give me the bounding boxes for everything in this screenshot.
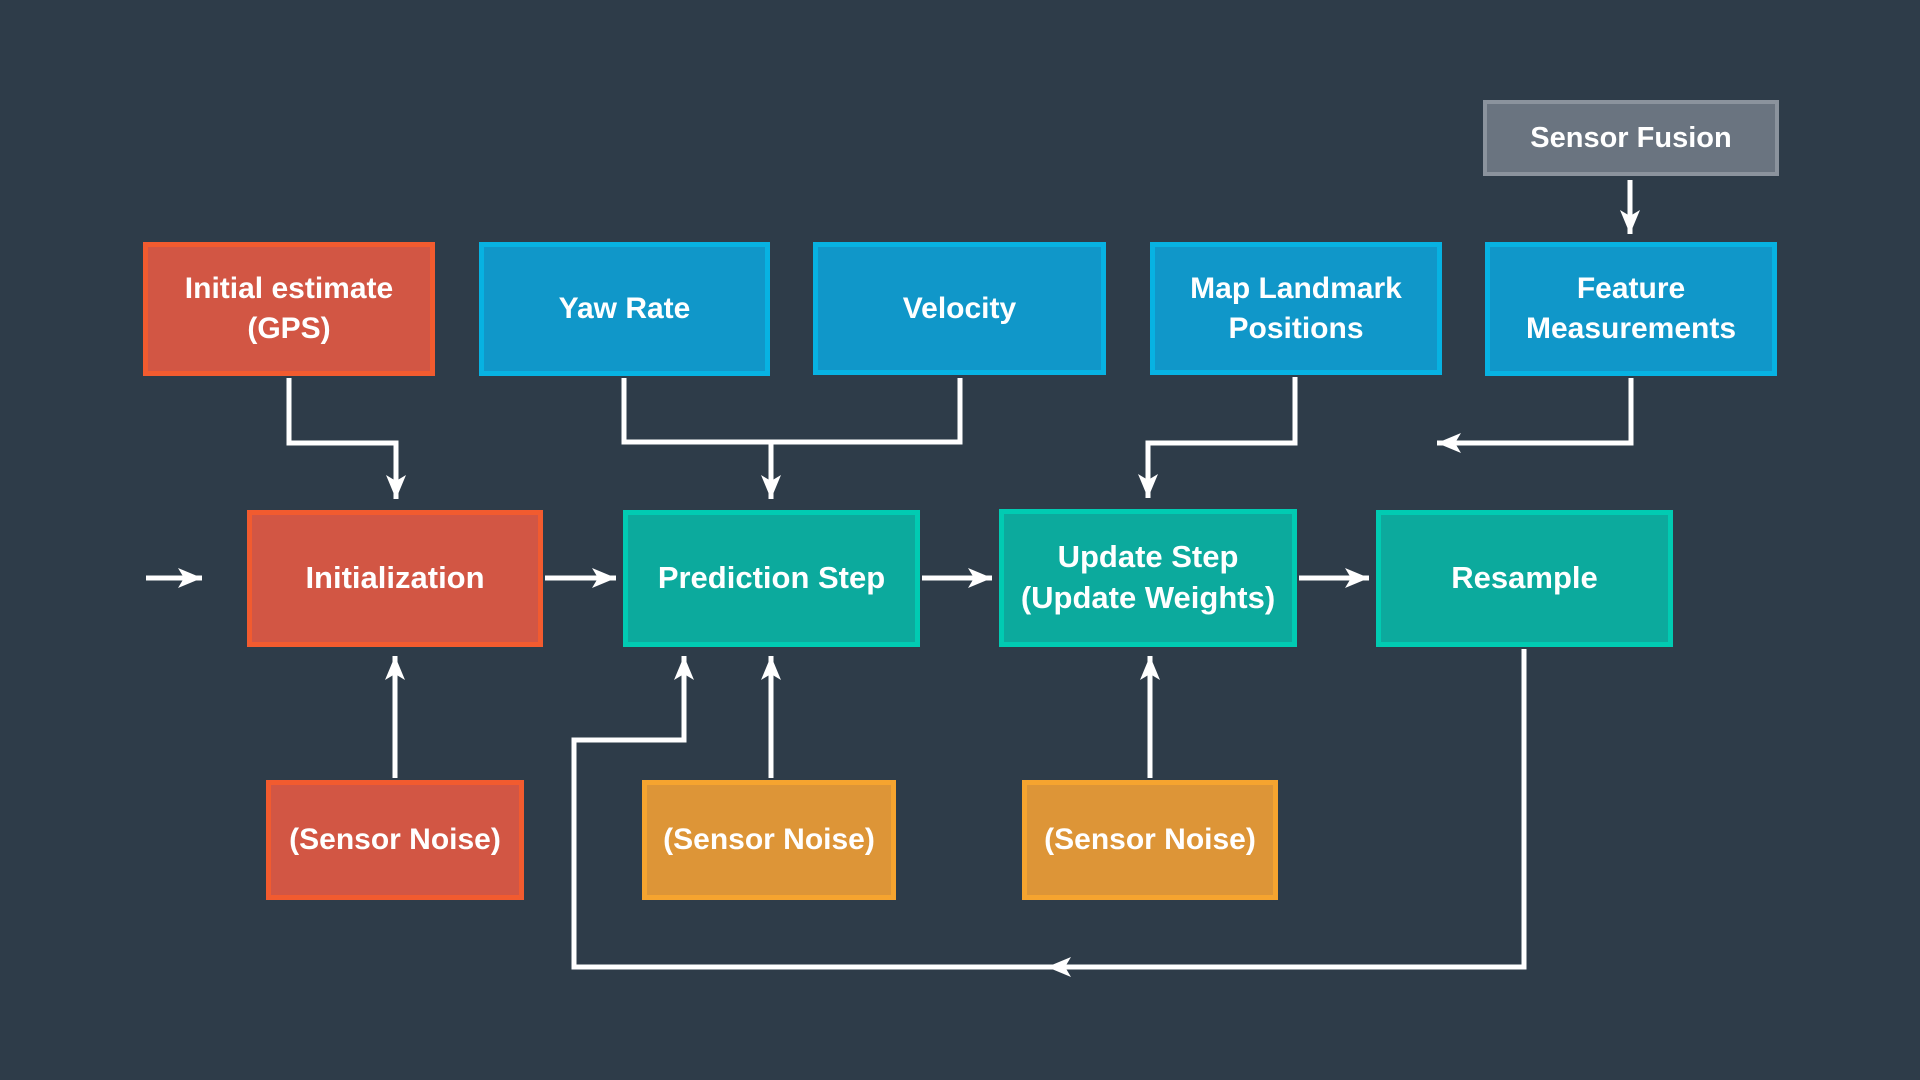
node-prediction-step: Prediction Step <box>623 510 920 647</box>
node-label: (Sensor Noise) <box>1044 823 1256 857</box>
node-sensor-noise-update: (Sensor Noise) <box>1022 780 1278 900</box>
node-label: (Sensor Noise) <box>289 823 501 857</box>
node-label: (Sensor Noise) <box>663 823 875 857</box>
node-label: Feature Measurements <box>1525 272 1737 345</box>
node-label: Sensor Fusion <box>1530 121 1732 154</box>
node-label: Resample <box>1451 560 1598 596</box>
node-label: Map Landmark Positions <box>1190 271 1402 345</box>
node-label: Prediction Step <box>657 560 886 596</box>
node-label: Initialization <box>305 560 485 596</box>
connector-resample-feedback-to-prediction-step <box>571 649 1527 970</box>
node-resample: Resample <box>1376 510 1673 647</box>
node-feature-measurements: Feature Measurements <box>1485 242 1777 376</box>
node-label: Velocity <box>902 291 1017 325</box>
node-map-landmark-positions: Map Landmark Positions <box>1150 242 1442 375</box>
node-label: Yaw Rate <box>558 292 691 326</box>
node-velocity: Velocity <box>813 242 1106 375</box>
connector-initial-estimate-to-initialization <box>286 378 406 499</box>
connector-yaw-rate-velocity-merge <box>621 378 963 445</box>
node-sensor-fusion: Sensor Fusion <box>1483 100 1779 176</box>
connector-feature-measurements-to-junction <box>1437 378 1634 453</box>
node-initial-estimate-gps: Initial estimate (GPS) <box>143 242 435 376</box>
node-label: Update Step (Update Weights) <box>1020 539 1276 615</box>
node-initialization: Initialization <box>247 510 543 647</box>
node-sensor-noise-prediction: (Sensor Noise) <box>642 780 896 900</box>
node-sensor-noise-initialization: (Sensor Noise) <box>266 780 524 900</box>
node-label: Initial estimate (GPS) <box>184 272 394 345</box>
node-update-step: Update Step (Update Weights) <box>999 509 1297 647</box>
node-yaw-rate: Yaw Rate <box>479 242 770 376</box>
connector-map-landmarks-to-update-step <box>1138 377 1298 498</box>
